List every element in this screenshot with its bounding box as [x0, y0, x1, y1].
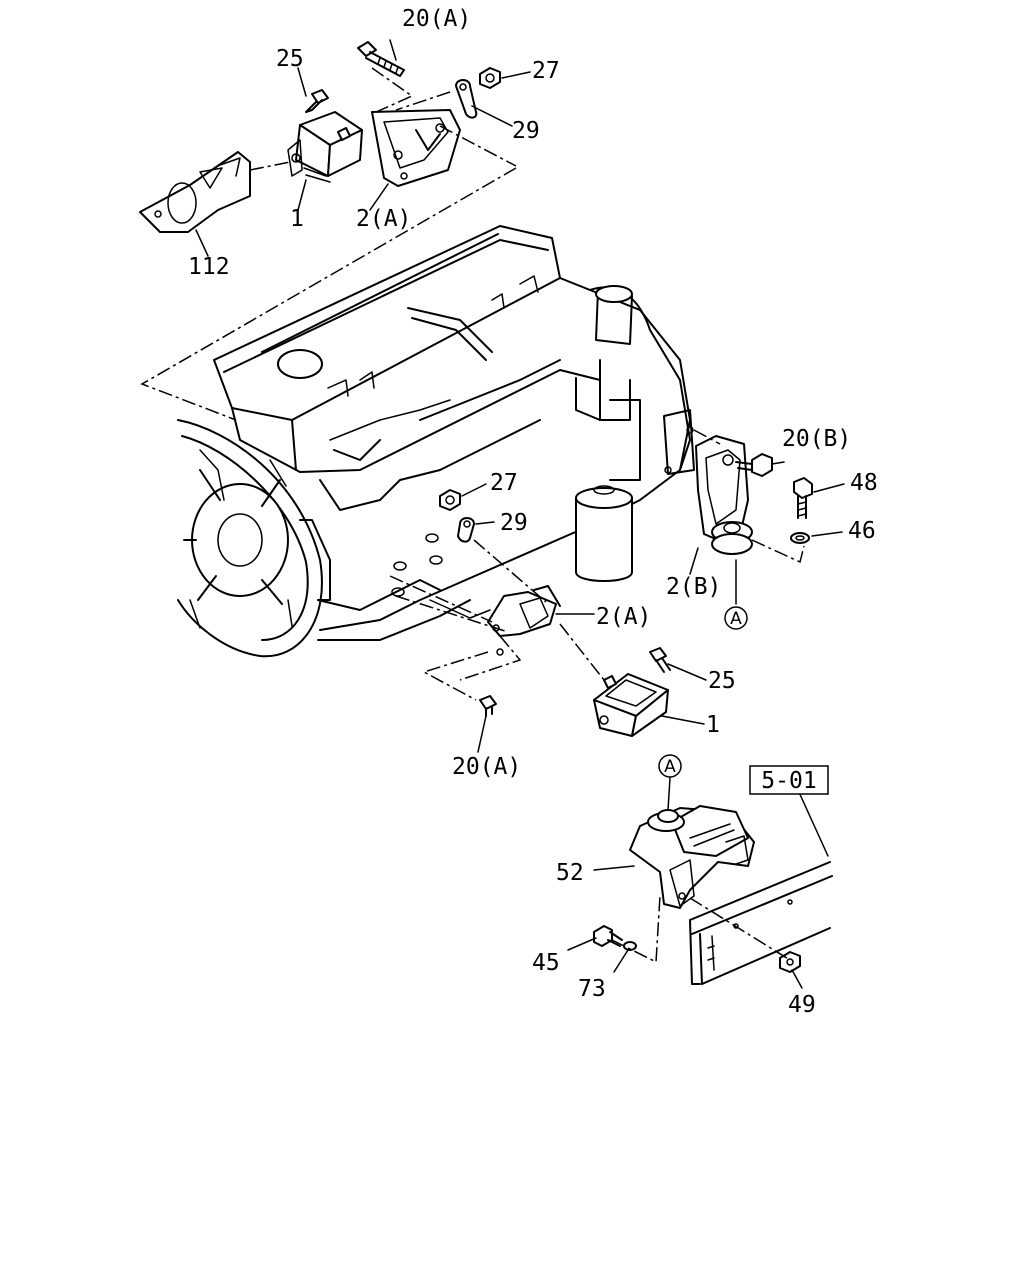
nut-27-top — [479, 67, 501, 89]
label-25-top: 25 — [276, 46, 304, 72]
bolt-25-mid — [649, 647, 671, 673]
bolt-20a-top — [357, 41, 405, 77]
label-2b: 2(B) — [666, 574, 721, 600]
label-1-mid: 1 — [706, 712, 720, 738]
ref-marker-a-rear: A — [724, 606, 748, 630]
bracket-2a-mid — [487, 585, 561, 656]
oil-filter — [575, 485, 633, 582]
rear-mount-detail — [689, 429, 845, 605]
label-2a-top: 2(A) — [356, 206, 411, 232]
label-29-mid: 29 — [500, 510, 528, 536]
clip-29-mid — [457, 517, 475, 543]
label-112: 112 — [188, 254, 230, 280]
ref-marker-a-lower: A — [658, 754, 682, 778]
label-27-mid: 27 — [490, 470, 518, 496]
label-45: 45 — [532, 950, 560, 976]
bracket-2b — [695, 435, 753, 555]
label-49: 49 — [788, 992, 816, 1018]
washer-46 — [790, 532, 810, 544]
bolt-20a-mid — [479, 695, 497, 717]
label-46: 46 — [848, 518, 876, 544]
callout-labels: 20(A) 25 27 29 1 2(A) 112 20(B) 48 46 2(… — [188, 6, 878, 1018]
engine-assembly — [140, 167, 695, 658]
bolt-25-top — [305, 89, 329, 113]
mount-52 — [629, 805, 755, 909]
ref-marker-a-rear-text: A — [730, 609, 742, 629]
label-27-top: 27 — [532, 58, 560, 84]
nut-27-mid — [439, 489, 461, 511]
rubber-mount-1-top — [287, 111, 363, 183]
label-2a-mid: 2(A) — [596, 604, 651, 630]
upper-left-mount-detail — [139, 39, 531, 257]
label-20b: 20(B) — [782, 426, 851, 452]
cooling-fan — [177, 419, 331, 658]
bolt-48 — [793, 477, 813, 519]
label-48: 48 — [850, 470, 878, 496]
label-20a-mid: 20(A) — [452, 754, 521, 780]
plate-112 — [139, 151, 251, 233]
label-1-top: 1 — [290, 206, 304, 232]
clip-29-top — [455, 79, 478, 119]
lower-left-mount-detail — [389, 483, 707, 753]
label-29-top: 29 — [512, 118, 540, 144]
label-20a-top: 20(A) — [402, 6, 471, 32]
section-ref-box[interactable]: 5-01 — [749, 765, 829, 795]
label-25-mid: 25 — [708, 668, 736, 694]
rubber-mount-1-mid — [593, 673, 669, 737]
label-52: 52 — [556, 860, 584, 886]
frame-rail — [689, 861, 833, 985]
ref-marker-a-lower-text: A — [664, 757, 676, 777]
label-73: 73 — [578, 976, 606, 1002]
bracket-2a-top — [371, 109, 461, 187]
section-ref-text[interactable]: 5-01 — [761, 768, 816, 794]
bolt-20b — [735, 453, 773, 477]
frame-mount-detail — [567, 777, 833, 989]
